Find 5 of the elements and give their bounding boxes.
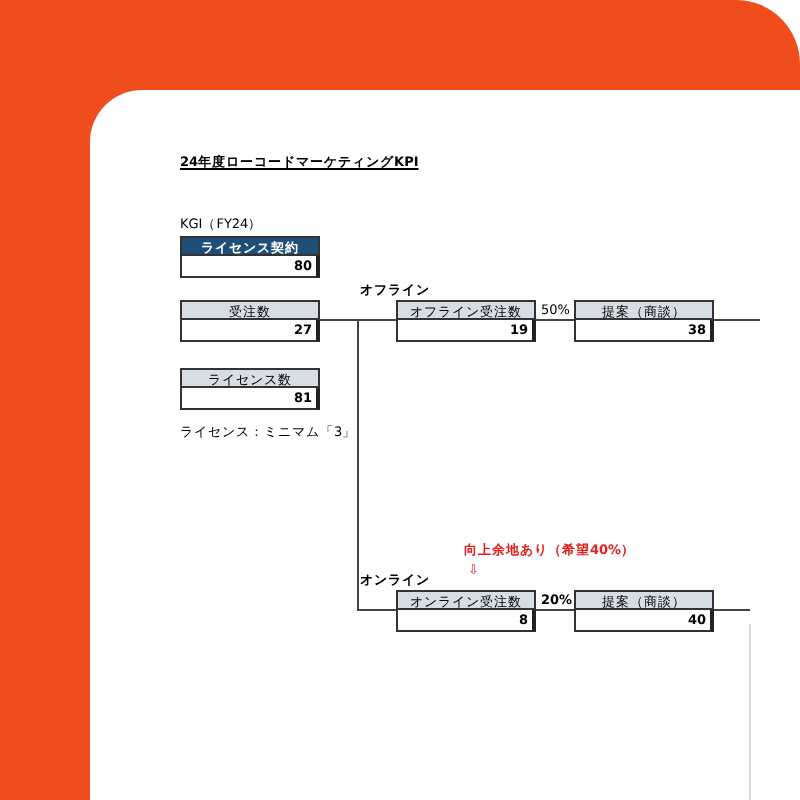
connector-line	[535, 319, 575, 321]
connector-line	[319, 319, 397, 611]
connector-line	[713, 609, 751, 611]
connector-line	[535, 609, 575, 611]
connector-line	[713, 319, 761, 321]
